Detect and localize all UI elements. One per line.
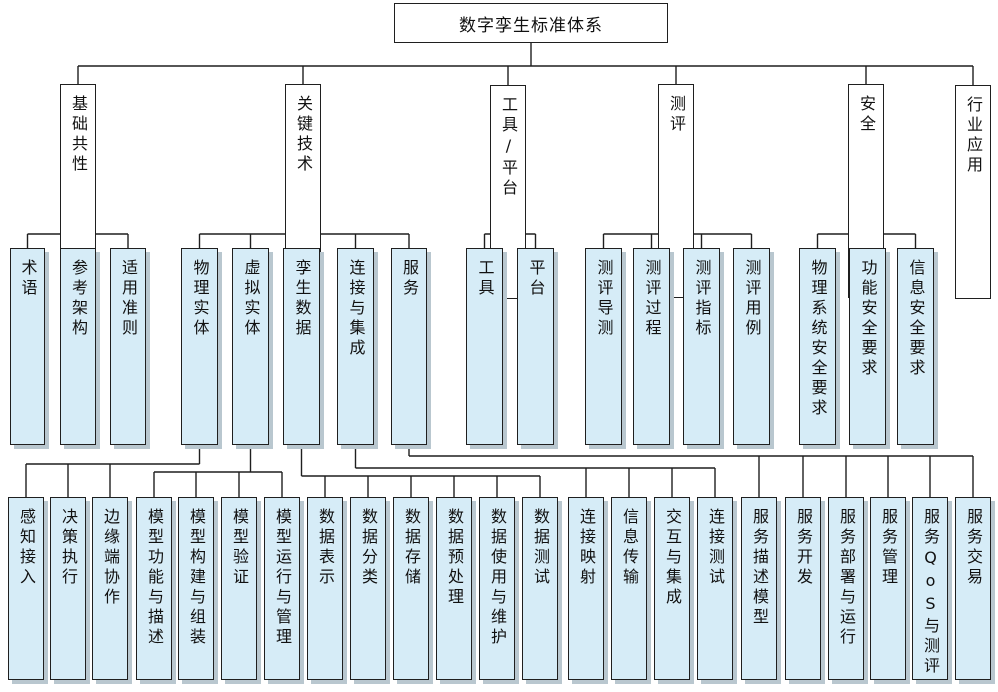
level2-node-label: 工具: [475, 259, 495, 299]
level3-node: 服务管理: [870, 497, 906, 680]
level3-node-label: 模型运行与管理: [273, 508, 292, 648]
level3-node-label: 模型构建与组装: [187, 508, 206, 648]
level2-node-label: 虚拟实体: [241, 259, 261, 339]
level1-node-label: 测评: [667, 95, 686, 135]
level3-node-label: 服务开发: [794, 508, 813, 588]
level2-node-label: 测评过程: [642, 259, 662, 339]
level1-node-label: 关键技术: [294, 95, 313, 175]
level2-node: 功能安全要求: [849, 248, 886, 445]
level2-node: 工具: [466, 248, 503, 445]
level3-node: 服务开发: [785, 497, 821, 680]
level3-node-label: 数据分类: [359, 508, 378, 588]
level3-node: 决策执行: [50, 497, 86, 680]
level1-node-label: 基础共性: [69, 95, 88, 175]
level2-node: 测评过程: [633, 248, 670, 445]
level2-node: 服务: [391, 248, 427, 445]
level3-node-label: 边缘端协作: [101, 508, 120, 608]
level3-node: 数据使用与维护: [479, 497, 515, 680]
level3-node-label: 感知接入: [17, 508, 36, 588]
level3-node: 交互与集成: [654, 497, 690, 680]
level3-node-label: 模型验证: [230, 508, 249, 588]
level2-node-label: 测评导测: [594, 259, 614, 339]
level3-node-label: 服务描述模型: [750, 508, 769, 628]
level2-node: 孪生数据: [283, 248, 320, 445]
level3-node: 服务部署与运行: [828, 497, 864, 680]
level3-node-label: 服务QoS与测评: [921, 508, 940, 677]
level3-node: 模型验证: [221, 497, 257, 680]
level3-node: 连接测试: [697, 497, 733, 680]
level2-node: 虚拟实体: [232, 248, 269, 445]
level2-node: 测评导测: [585, 248, 622, 445]
level3-node-label: 数据测试: [531, 508, 550, 588]
level2-node: 物理实体: [181, 248, 218, 445]
level2-node-label: 功能安全要求: [858, 259, 878, 379]
level3-node: 数据存储: [393, 497, 429, 680]
level2-node-label: 物理实体: [190, 259, 210, 339]
level2-node-label: 信息安全要求: [906, 259, 926, 379]
level3-node: 模型运行与管理: [264, 497, 300, 680]
level2-node-label: 物理系统安全要求: [808, 259, 828, 419]
level2-node-label: 适用准则: [119, 259, 138, 339]
level3-node-label: 信息传输: [620, 508, 639, 588]
level2-node: 平台: [517, 248, 554, 445]
level3-node: 感知接入: [8, 497, 44, 680]
level2-node-label: 测评指标: [692, 259, 712, 339]
level2-node: 信息安全要求: [897, 248, 934, 445]
level3-node: 连接映射: [568, 497, 604, 680]
root-node: 数字孪生标准体系: [394, 3, 668, 43]
level3-node-label: 服务交易: [964, 508, 983, 588]
level3-node: 模型功能与描述: [136, 497, 172, 680]
level2-node-label: 连接与集成: [346, 259, 366, 359]
level2-node: 测评用例: [733, 248, 770, 445]
level3-node-label: 连接测试: [706, 508, 725, 588]
level2-node: 连接与集成: [337, 248, 374, 445]
level2-node-label: 服务: [400, 259, 419, 299]
level3-node: 服务QoS与测评: [912, 497, 948, 680]
level3-node: 数据表示: [307, 497, 343, 680]
level3-node-label: 交互与集成: [663, 508, 682, 608]
level3-node: 边缘端协作: [92, 497, 128, 680]
level1-node-label: 行业应用: [964, 96, 983, 176]
level3-node-label: 数据使用与维护: [488, 508, 507, 648]
level3-node-label: 模型功能与描述: [145, 508, 164, 648]
level2-node-label: 孪生数据: [292, 259, 312, 339]
level3-node-label: 连接映射: [577, 508, 596, 588]
level2-node: 适用准则: [110, 248, 146, 445]
level2-node: 参考架构: [60, 248, 96, 445]
level3-node-label: 决策执行: [59, 508, 78, 588]
level3-node: 数据测试: [522, 497, 558, 680]
level3-node-label: 服务部署与运行: [837, 508, 856, 648]
level3-node-label: 数据存储: [402, 508, 421, 588]
level3-node: 数据预处理: [436, 497, 472, 680]
level3-node: 模型构建与组装: [178, 497, 214, 680]
level2-node-label: 术语: [18, 259, 38, 299]
level1-node-label: 安全: [857, 95, 876, 135]
level2-node: 术语: [10, 248, 45, 445]
level2-node: 物理系统安全要求: [799, 248, 836, 445]
level3-node-label: 数据预处理: [445, 508, 464, 608]
level2-node-label: 测评用例: [742, 259, 762, 339]
level3-node: 服务描述模型: [741, 497, 777, 680]
level3-node: 信息传输: [611, 497, 647, 680]
level3-node-label: 服务管理: [879, 508, 898, 588]
level3-node-label: 数据表示: [316, 508, 335, 588]
level3-node: 数据分类: [350, 497, 386, 680]
level1-node-label: 工具/平台: [499, 96, 518, 199]
level3-node: 服务交易: [955, 497, 991, 680]
level1-node: 行业应用: [955, 85, 991, 299]
level2-node-label: 平台: [526, 259, 546, 299]
level2-node: 测评指标: [683, 248, 720, 445]
level2-node-label: 参考架构: [69, 259, 88, 339]
